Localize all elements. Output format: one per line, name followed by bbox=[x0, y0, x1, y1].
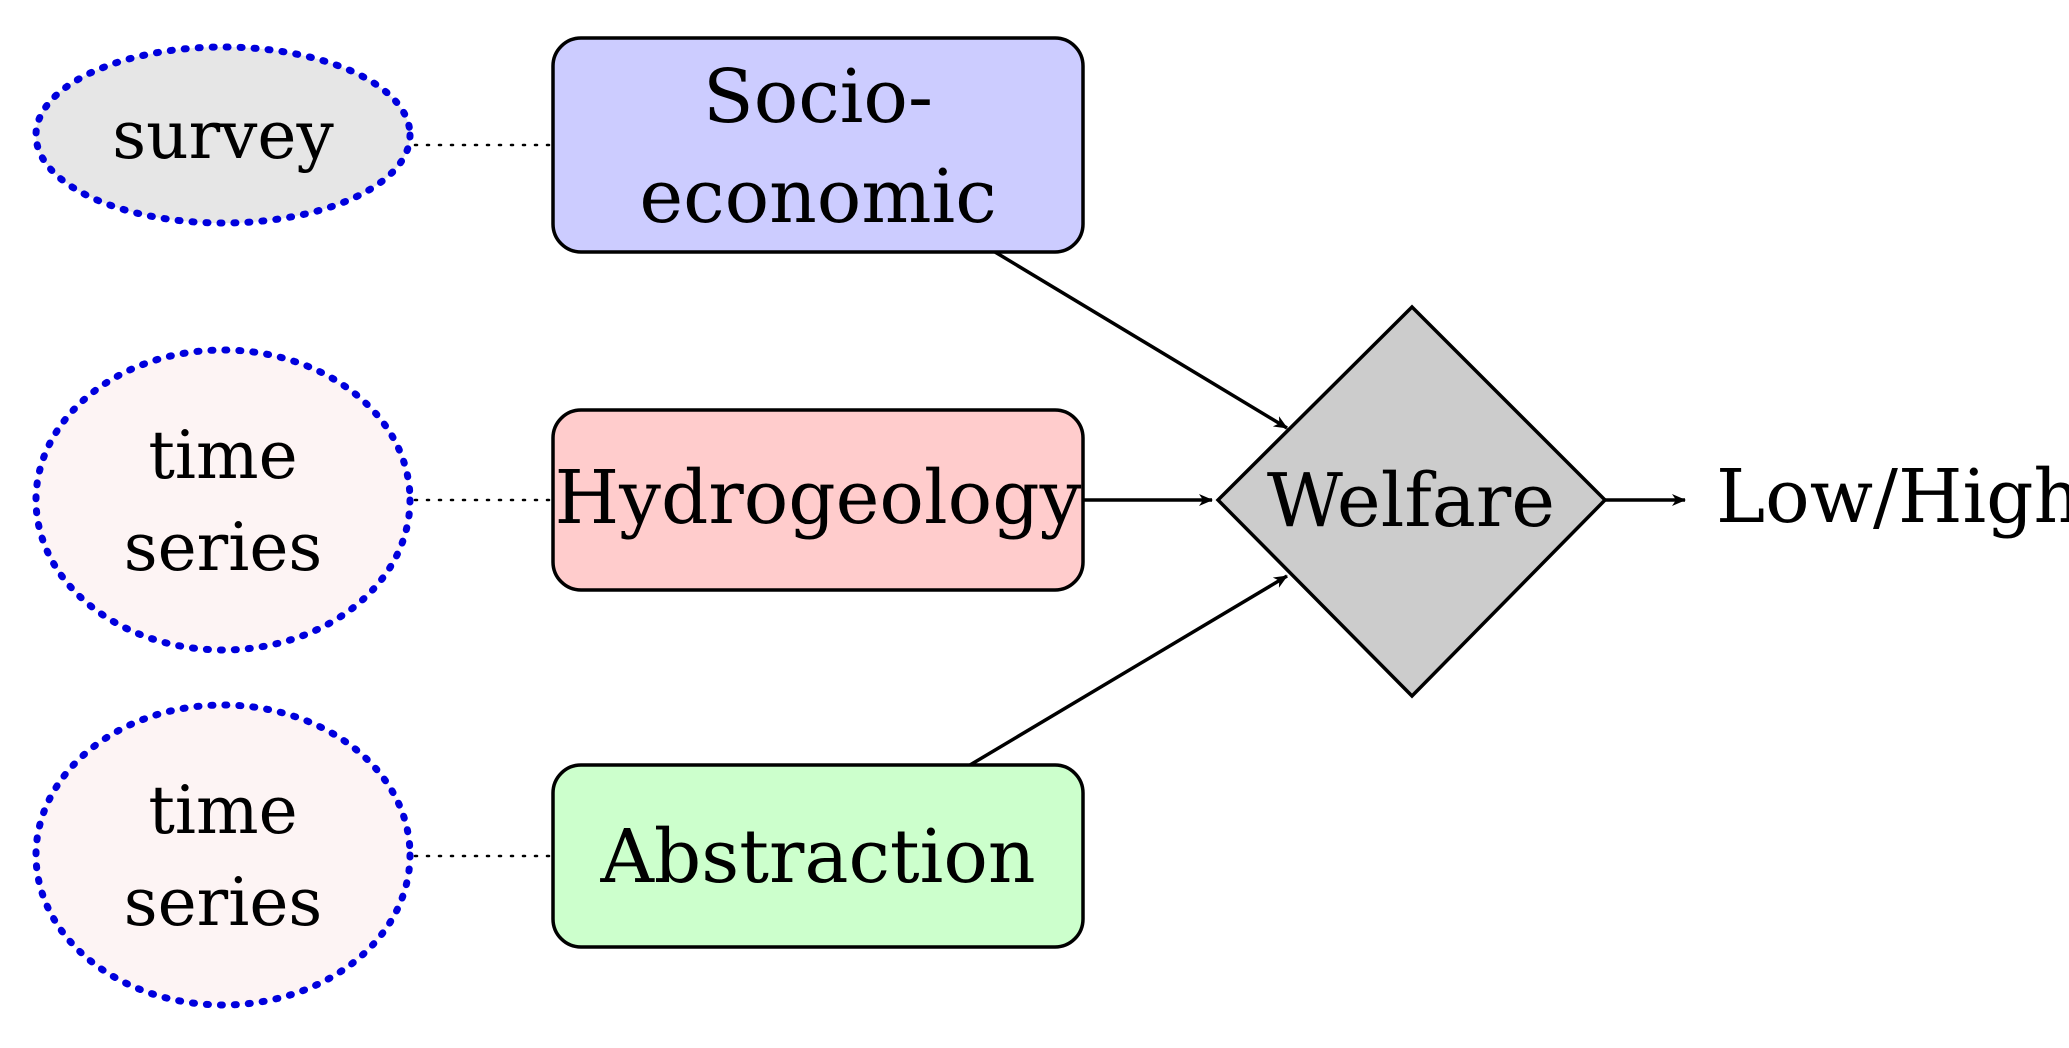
factor-label-line-2: economic bbox=[639, 154, 996, 240]
factor-label: Hydrogeology bbox=[555, 455, 1082, 541]
source-time-series-abstraction: time series bbox=[32, 701, 414, 1009]
source-label-line-1: survey bbox=[112, 97, 334, 174]
arrow-socioeconomic-to-welfare bbox=[994, 250, 1288, 430]
decision-diamond bbox=[1215, 304, 1608, 699]
factor-box bbox=[551, 408, 1085, 592]
source-ellipse bbox=[32, 701, 414, 1009]
source-survey: survey bbox=[32, 43, 414, 227]
decision-label: Welfare bbox=[1267, 458, 1555, 544]
decision-welfare: Welfare bbox=[1215, 304, 1608, 699]
source-ellipse bbox=[32, 346, 414, 654]
factor-label: Abstraction bbox=[599, 814, 1035, 900]
source-ellipse bbox=[32, 43, 414, 227]
factor-abstraction: Abstraction bbox=[551, 763, 1085, 949]
source-time-series-hydrogeology: time series bbox=[32, 346, 414, 654]
source-label-line-1: time bbox=[148, 417, 297, 494]
factor-hydrogeology: Hydrogeology bbox=[551, 408, 1085, 592]
source-label-line-1: time bbox=[148, 772, 297, 849]
factor-box bbox=[551, 36, 1085, 254]
source-label-line-2: series bbox=[124, 864, 323, 941]
output-label: Low/High bbox=[1716, 454, 2069, 540]
factor-label-line-1: Socio- bbox=[703, 54, 933, 140]
factor-box bbox=[551, 763, 1085, 949]
arrow-abstraction-to-welfare bbox=[969, 574, 1288, 767]
factor-socioeconomic: Socio- economic bbox=[551, 36, 1085, 254]
source-label-line-2: series bbox=[124, 509, 323, 586]
